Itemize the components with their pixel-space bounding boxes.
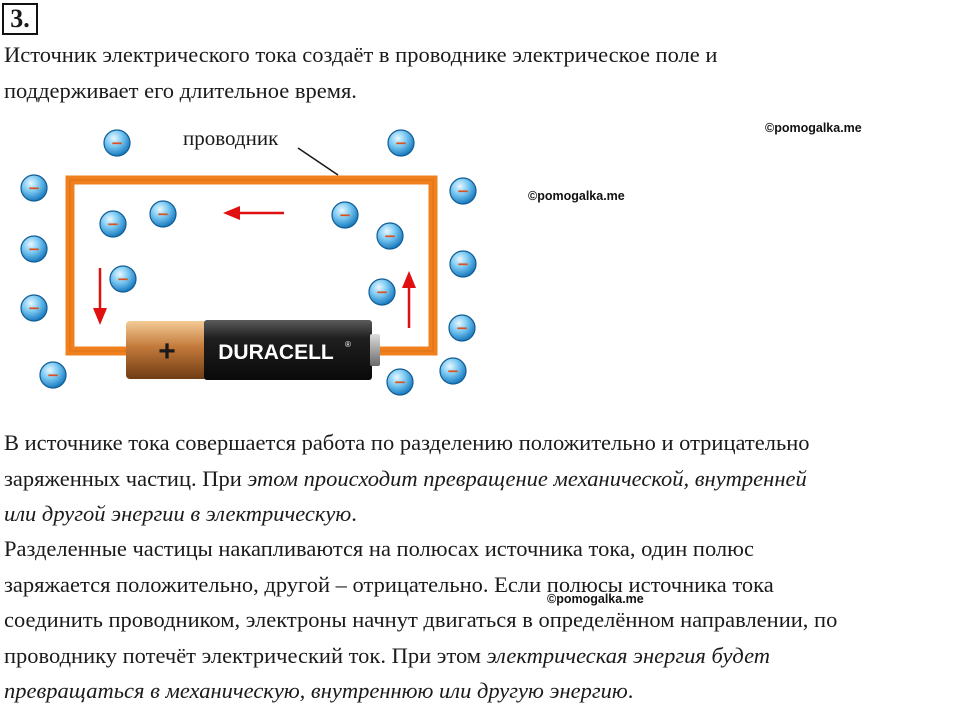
electron: − [449, 177, 477, 205]
para3-line-4: проводнику потечёт электрический ток. Пр… [4, 638, 770, 674]
para2-line-3-end: . [351, 501, 357, 526]
electron-minus-sign: − [395, 134, 408, 152]
para3-line-1: Разделенные частицы накапливаются на пол… [4, 536, 754, 561]
intro-line-2: поддерживает его длительное время. [4, 78, 357, 103]
electron: − [39, 361, 67, 389]
label-pointer-line [297, 147, 339, 176]
electron: − [20, 294, 48, 322]
electron: − [149, 200, 177, 228]
para2-line-3: или другой энергии в электрическую. [4, 496, 357, 532]
electron: − [20, 174, 48, 202]
electron: − [368, 278, 396, 306]
battery-registered-mark: ® [345, 340, 351, 349]
para3-line-2: заряжается положительно, другой – отрица… [4, 572, 774, 597]
watermark: ©pomogalka.me [547, 592, 644, 606]
para3-line-5-end: . [627, 678, 634, 703]
electron-minus-sign: − [157, 205, 170, 223]
electron: − [103, 129, 131, 157]
task-number: 3. [2, 3, 38, 35]
electron-minus-sign: − [107, 215, 120, 233]
para2-line-1: В источнике тока совершается работа по р… [4, 430, 810, 455]
electron-minus-sign: − [28, 299, 41, 317]
circuit-figure: проводник + DURACELL ® − − − − − − − − − − − − − − − − − [20, 126, 477, 396]
electron-minus-sign: − [47, 366, 60, 384]
electron-minus-sign: − [384, 227, 397, 245]
intro-line-1: Источник электрического тока создаёт в п… [4, 42, 718, 67]
electron: − [109, 265, 137, 293]
electron: − [387, 129, 415, 157]
battery-brand: DURACELL [218, 341, 334, 364]
electron-minus-sign: − [117, 270, 130, 288]
para3-line-5: превращаться в механическую, внутреннюю … [4, 673, 633, 709]
electron-minus-sign: − [457, 255, 470, 273]
electron: − [448, 314, 476, 342]
electron: − [99, 210, 127, 238]
electron: − [376, 222, 404, 250]
electron: − [439, 357, 467, 385]
conductor-wire [65, 175, 438, 356]
conductor-label: проводник [183, 126, 279, 150]
para2-line-2: заряженных частиц. При этом происходит п… [4, 461, 807, 497]
electron-minus-sign: − [111, 134, 124, 152]
electron-minus-sign: − [28, 179, 41, 197]
arrow-down [93, 268, 107, 325]
para2-line-2-plain: заряженных частиц. При [4, 466, 248, 491]
electron: − [20, 235, 48, 263]
electron-minus-sign: − [376, 283, 389, 301]
battery: + DURACELL ® [126, 320, 380, 380]
electron-minus-sign: − [28, 240, 41, 258]
watermark: ©pomogalka.me [765, 121, 862, 135]
electron: − [449, 250, 477, 278]
electron-minus-sign: − [447, 362, 460, 380]
watermark: ©pomogalka.me [528, 189, 625, 203]
electron-minus-sign: − [456, 319, 469, 337]
electron: − [331, 201, 359, 229]
electrons-group: − − − − − − − − − − − − − − − − − [20, 129, 477, 396]
para3-line-4-plain: проводнику потечёт электрический ток. Пр… [4, 643, 487, 668]
battery-plus-sign: + [158, 335, 176, 368]
arrow-up [402, 271, 416, 328]
para3-line-4-italic: электрическая энергия будет [486, 643, 771, 668]
electron-minus-sign: − [457, 182, 470, 200]
para2-line-2-italic: этом происходит превращение механической… [247, 466, 807, 491]
electron: − [386, 368, 414, 396]
arrow-left [223, 206, 284, 220]
electron-minus-sign: − [339, 206, 352, 224]
para2-line-3-italic: или другой энергии в электрическую [4, 501, 352, 526]
electron-minus-sign: − [394, 373, 407, 391]
current-arrows [93, 206, 416, 328]
para3-line-5-italic: превращаться в механическую, внутреннюю … [4, 678, 628, 703]
para3-line-3: соединить проводником, электроны начнут … [4, 607, 838, 632]
